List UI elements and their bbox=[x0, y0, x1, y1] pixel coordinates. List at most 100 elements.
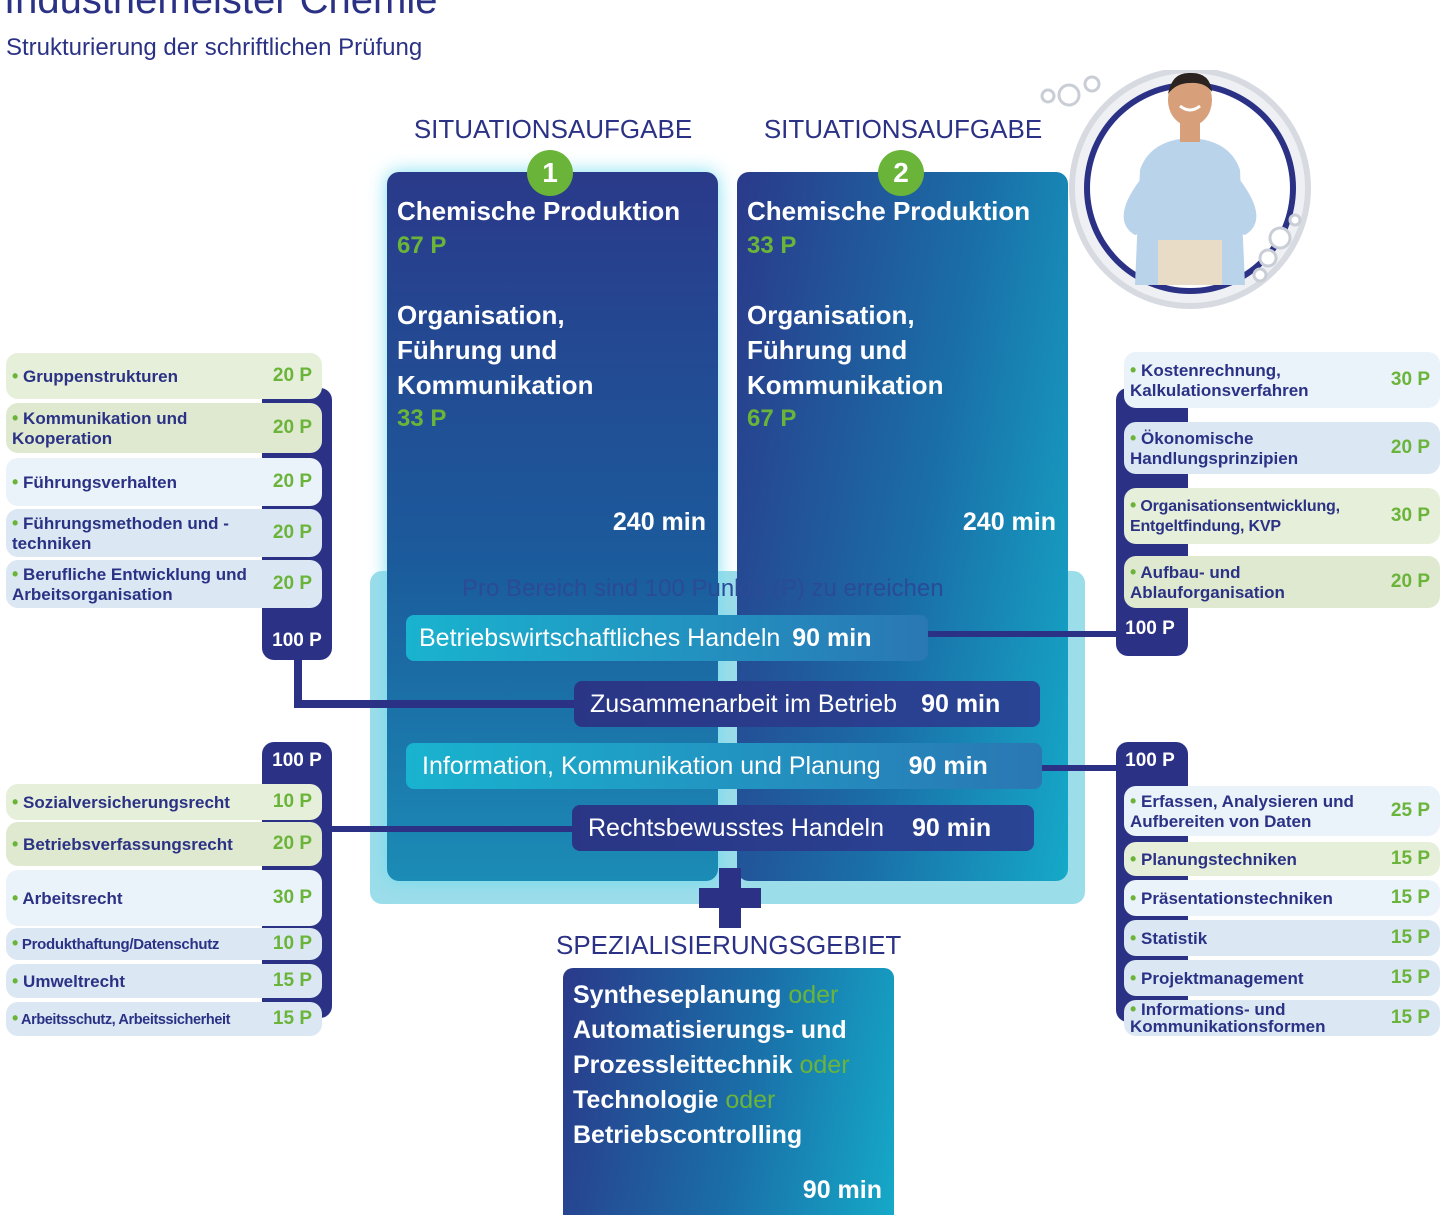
item-points: 30 P bbox=[1390, 369, 1430, 390]
item-label: Führungsverhalten bbox=[23, 472, 178, 492]
total-points: 100 P bbox=[1125, 750, 1175, 771]
bereich-rechtsbewusstes-handeln[interactable]: Rechtsbewusstes Handeln 90 min bbox=[572, 805, 1034, 851]
option-syntheseplanung: Syntheseplanung bbox=[573, 981, 782, 1009]
item-label: Kommunikation und Kooperation bbox=[12, 408, 188, 448]
item-label: Produkthaftung/Datenschutz bbox=[21, 936, 220, 953]
subject-organisation-line3: Kommunikation bbox=[397, 370, 594, 400]
right-bottom-item-2[interactable]: • Planungstechniken 15 P bbox=[1124, 842, 1440, 876]
right-bottom-item-6[interactable]: • Informations- und Kommunikationsformen… bbox=[1124, 1000, 1440, 1036]
left-bottom-item-3[interactable]: • Arbeitsrecht 30 P bbox=[6, 870, 322, 926]
item-points: 15 P bbox=[1390, 887, 1430, 908]
spezialisierung-heading: SPEZIALISIERUNGSGEBIET bbox=[556, 930, 902, 960]
right-top-item-4[interactable]: • Aufbau- und Ablauforganisation 20 P bbox=[1124, 556, 1440, 608]
points-organisation: 33 P bbox=[397, 405, 447, 432]
bereich-name: Rechtsbewusstes Handeln bbox=[588, 814, 884, 842]
page-subtitle: Strukturierung der schriftlichen Prüfung bbox=[6, 34, 423, 61]
bereich-duration: 90 min bbox=[792, 624, 872, 652]
item-label: Projektmanagement bbox=[1141, 968, 1304, 988]
left-top-item-5[interactable]: • Berufliche Entwicklung und Arbeitsorga… bbox=[6, 560, 322, 608]
left-top-item-1[interactable]: • Gruppenstrukturen 20 P bbox=[6, 353, 322, 399]
item-label: Umweltrecht bbox=[23, 971, 126, 991]
left-top-item-4[interactable]: • Führungsmethoden und -techniken 20 P bbox=[6, 509, 322, 557]
item-points: 30 P bbox=[272, 887, 312, 908]
subject-organisation-line1: Organisation, bbox=[397, 300, 565, 330]
right-top-item-2[interactable]: • Ökonomische Handlungsprinzipien 20 P bbox=[1124, 422, 1440, 474]
item-label: Sozialversicherungsrecht bbox=[23, 792, 230, 812]
item-label: Erfassen, Analysieren und Aufbereiten vo… bbox=[1130, 791, 1354, 831]
left-bottom-item-6[interactable]: • Arbeitsschutz, Arbeitssicherheit 15 P bbox=[6, 1002, 322, 1036]
item-points: 20 P bbox=[272, 471, 312, 492]
item-points: 10 P bbox=[272, 791, 312, 812]
duration: 240 min bbox=[962, 508, 1056, 536]
connector-line bbox=[330, 826, 575, 832]
left-bottom-item-5[interactable]: • Umweltrecht 15 P bbox=[6, 964, 322, 998]
right-top-item-1[interactable]: • Kostenrechnung, Kalkulationsverfahren … bbox=[1124, 352, 1440, 408]
item-points: 15 P bbox=[1390, 848, 1430, 869]
right-bottom-item-4[interactable]: • Statistik 15 P bbox=[1124, 920, 1440, 956]
left-top-item-2[interactable]: • Kommunikation und Kooperation 20 P bbox=[6, 403, 322, 453]
right-bottom-item-5[interactable]: • Projektmanagement 15 P bbox=[1124, 960, 1440, 996]
right-bottom-item-3[interactable]: • Präsentationstechniken 15 P bbox=[1124, 880, 1440, 916]
subject-organisation-line2: Führung und bbox=[747, 335, 908, 365]
points-chemische-produktion: 33 P bbox=[747, 232, 797, 259]
total-points: 100 P bbox=[272, 630, 322, 651]
situationsaufgabe-1-heading: SITUATIONSAUFGABE bbox=[413, 114, 693, 144]
bereich-zusammenarbeit-im-betrieb[interactable]: Zusammenarbeit im Betrieb 90 min bbox=[574, 681, 1040, 727]
bereich-betriebswirtschaftliches-handeln[interactable]: Betriebswirtschaftliches Handeln 90 min bbox=[406, 615, 928, 661]
left-bottom-item-1[interactable]: • Sozialversicherungsrecht 10 P bbox=[6, 784, 322, 820]
duration: 90 min bbox=[802, 1176, 882, 1204]
item-label: Berufliche Entwicklung und Arbeitsorgani… bbox=[12, 564, 247, 604]
oder-connector: oder bbox=[799, 1051, 850, 1079]
bereich-duration: 90 min bbox=[912, 814, 992, 842]
subject-chemische-produktion: Chemische Produktion bbox=[397, 196, 681, 226]
right-top-item-3[interactable]: • Organisationsentwicklung, Entgeltfindu… bbox=[1124, 488, 1440, 544]
item-points: 15 P bbox=[1390, 1007, 1430, 1028]
item-label: Informations- und Kommunikationsformen bbox=[1130, 1000, 1326, 1036]
left-top-item-3[interactable]: • Führungsverhalten 20 P bbox=[6, 458, 322, 506]
item-label: Aufbau- und Ablauforganisation bbox=[1130, 562, 1285, 602]
bereich-duration: 90 min bbox=[908, 752, 988, 780]
item-label: Ökonomische Handlungsprinzipien bbox=[1130, 428, 1299, 468]
subject-organisation-line2: Führung und bbox=[397, 335, 558, 365]
item-points: 25 P bbox=[1390, 800, 1430, 821]
number-badge-1: 1 bbox=[527, 150, 573, 196]
left-bottom-item-2[interactable]: • Betriebsverfassungsrecht 20 P bbox=[6, 822, 322, 866]
points-chemische-produktion: 67 P bbox=[397, 232, 447, 259]
right-bottom-item-1[interactable]: • Erfassen, Analysieren und Aufbereiten … bbox=[1124, 786, 1440, 836]
number-badge-2: 2 bbox=[878, 150, 924, 196]
item-points: 20 P bbox=[272, 573, 312, 594]
item-points: 30 P bbox=[1390, 505, 1430, 526]
item-points: 20 P bbox=[272, 522, 312, 543]
item-label: Arbeitsschutz, Arbeitssicherheit bbox=[21, 1012, 231, 1028]
connector-line bbox=[294, 640, 302, 708]
spezialisierung-card: Syntheseplanung oder Automatisierungs- u… bbox=[563, 968, 894, 1215]
total-points: 100 P bbox=[272, 750, 322, 771]
bereich-name: Information, Kommunikation und Planung bbox=[422, 752, 881, 780]
item-points: 15 P bbox=[272, 970, 312, 991]
left-bottom-item-4[interactable]: • Produkthaftung/Datenschutz 10 P bbox=[6, 928, 322, 960]
item-points: 15 P bbox=[1390, 967, 1430, 988]
option-betriebscontrolling: Betriebscontrolling bbox=[573, 1121, 803, 1149]
page-title: Industriemeister Chemie bbox=[4, 0, 438, 22]
item-label: Gruppenstrukturen bbox=[23, 366, 178, 386]
item-label: Präsentationstechniken bbox=[1141, 888, 1333, 908]
item-label: Kostenrechnung, Kalkulationsverfahren bbox=[1130, 360, 1309, 400]
item-points: 15 P bbox=[1390, 927, 1430, 948]
oder-connector: oder bbox=[788, 981, 839, 1009]
connector-line bbox=[294, 700, 584, 708]
item-label: Statistik bbox=[1141, 928, 1208, 948]
item-points: 20 P bbox=[272, 365, 312, 386]
item-points: 20 P bbox=[272, 833, 312, 854]
points-organisation: 67 P bbox=[747, 405, 797, 432]
subject-chemische-produktion: Chemische Produktion bbox=[747, 196, 1031, 226]
total-points: 100 P bbox=[1125, 618, 1175, 639]
item-points: 15 P bbox=[272, 1008, 312, 1029]
option-automatisierung-line2: Prozessleittechnik bbox=[573, 1051, 793, 1079]
bereiche-note: Pro Bereich sind 100 Punkte (P) zu errei… bbox=[462, 575, 944, 602]
item-points: 20 P bbox=[272, 417, 312, 438]
item-label: Betriebsverfassungsrecht bbox=[23, 834, 233, 854]
bereich-information-kommunikation-planung[interactable]: Information, Kommunikation und Planung 9… bbox=[406, 743, 1042, 789]
item-points: 10 P bbox=[272, 933, 312, 954]
option-technologie: Technologie bbox=[573, 1086, 719, 1114]
item-label: Arbeitsrecht bbox=[22, 888, 123, 908]
